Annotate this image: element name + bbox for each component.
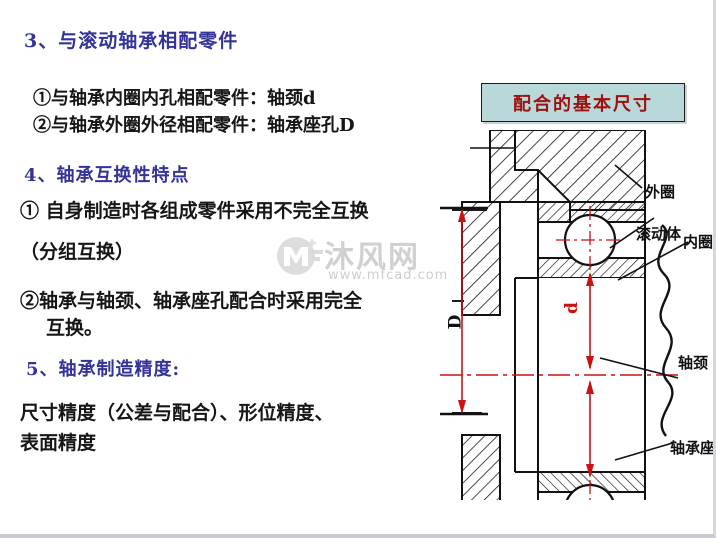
- label-housing: 轴承座: [670, 439, 716, 457]
- heading-section-4: 4、轴承互换性特点: [24, 165, 190, 186]
- dimension-d: [586, 272, 594, 478]
- lower-half-mirror: [461, 375, 646, 534]
- shaft-journal-lower: [514, 375, 646, 473]
- leader-rolling-element: [609, 217, 655, 249]
- leader-journal: [599, 357, 679, 379]
- body-line-item-3: ① 自身制造时各组成零件采用不完全互换: [20, 200, 369, 222]
- label-journal: 轴颈: [678, 354, 709, 372]
- watermark-brand: 沐风网: [324, 240, 420, 275]
- leader-housing: [614, 441, 677, 461]
- title-badge-label: 配合的基本尺寸: [513, 93, 653, 115]
- leader-dash-middle: [452, 300, 464, 302]
- dimension-label-D: D: [445, 314, 466, 330]
- body-line-item-5: ②轴承与轴颈、轴承座孔配合时采用完全: [20, 290, 363, 312]
- body-line-item-7: 尺寸精度（公差与配合）、形位精度、: [20, 402, 334, 424]
- body-line-item-6: 互换。: [46, 317, 104, 339]
- heading-section-3: 3、与滚动轴承相配零件: [24, 30, 239, 52]
- dimension-D: [458, 208, 466, 414]
- body-line-item-1: ①与轴承内圈内孔相配零件：轴颈d: [33, 88, 316, 109]
- label-inner-ring: 内圈: [683, 233, 714, 251]
- bearing-cross-section-drawing: 外圈 滚动体 内圈 轴颈 轴承座 D d: [440, 129, 716, 534]
- label-rolling-element: 滚动体: [636, 225, 682, 243]
- watermark-url: www.mfcad.com: [328, 268, 449, 283]
- leader-outer-ring: [614, 164, 643, 189]
- label-outer-ring: 外圈: [645, 183, 676, 201]
- body-line-item-2: ②与轴承外圈外径相配零件：轴承座孔D: [33, 115, 355, 136]
- shaft-journal-upper: [514, 277, 646, 375]
- heading-section-5: 5、轴承制造精度:: [26, 359, 181, 380]
- body-line-item-4: （分组互换）: [20, 241, 135, 263]
- rolling-element-upper: [556, 206, 624, 274]
- title-badge: 配合的基本尺寸: [481, 83, 685, 122]
- body-line-item-8: 表面精度: [20, 432, 97, 454]
- dimension-label-d: d: [561, 302, 582, 314]
- watermark: 沐风网 www.mfcad.com: [276, 232, 456, 294]
- watermark-logo-icon: [277, 237, 323, 275]
- leader-inner-ring: [617, 241, 689, 281]
